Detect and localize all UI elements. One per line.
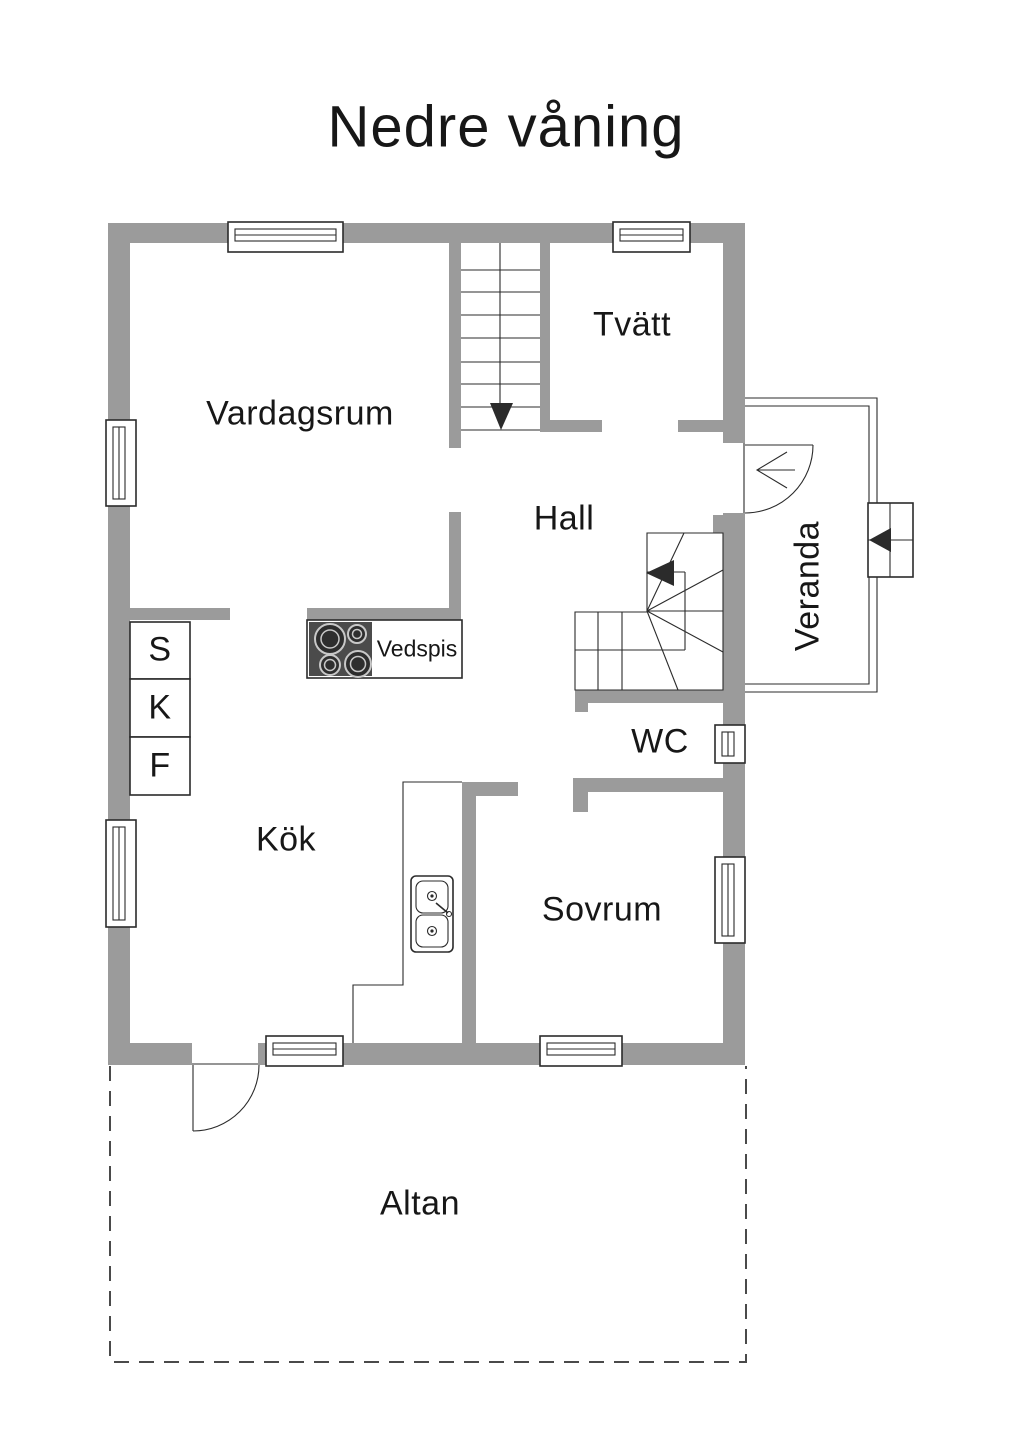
- winder-radial-tread: [646, 610, 724, 653]
- winder-radial-tread: [646, 610, 679, 691]
- sink-basin-bottom: [415, 914, 449, 948]
- staircase-winder: [574, 532, 724, 691]
- burner-icon: [314, 623, 346, 655]
- burner-ring: [351, 628, 363, 640]
- sink-drain: [426, 890, 438, 902]
- wall-tvatt-bottom-right: [678, 420, 723, 432]
- veranda-outline: [745, 397, 914, 693]
- room-label-hall: Hall: [533, 499, 595, 538]
- window-vardagsrum-left: [105, 419, 137, 507]
- room-label-vardagsrum: Vardagsrum: [206, 394, 394, 433]
- sink-drain: [426, 925, 438, 937]
- appliance-label-k: K: [148, 688, 172, 727]
- room-label-veranda: Veranda: [788, 520, 827, 652]
- wall-wc-top: [577, 690, 723, 703]
- wall-stair-tvatt: [540, 243, 550, 432]
- altan-door-swing: [192, 1064, 260, 1132]
- stair-down-arrow-icon: [490, 403, 513, 430]
- window-vardagsrum-top: [227, 221, 344, 253]
- wall-wc-bottom: [573, 778, 723, 792]
- burner-ring: [349, 655, 367, 673]
- sink-faucet-base: [445, 910, 453, 918]
- room-label-sovrum: Sovrum: [541, 890, 663, 929]
- burner-ring: [323, 658, 337, 672]
- window-sovrum-right: [714, 856, 746, 944]
- wall-vardagsrum-stair-upper: [449, 243, 461, 448]
- window-kok-bottom: [265, 1035, 344, 1067]
- sink-drain-dot: [430, 929, 434, 933]
- stair-up-arrow-icon: [646, 560, 674, 586]
- page-title: Nedre våning: [327, 94, 685, 160]
- appliance-label-s: S: [148, 630, 172, 669]
- wall-bottom-right: [258, 1043, 745, 1065]
- wall-tvatt-bottom-left: [540, 420, 602, 432]
- room-label-kok: Kök: [255, 820, 317, 859]
- wall-vardagsrum-stair-lower: [449, 512, 461, 620]
- sink-faucet: [435, 902, 449, 914]
- staircase-straight: [461, 243, 540, 431]
- room-label-tvatt: Tvätt: [592, 305, 672, 344]
- wall-right-lower: [723, 513, 745, 1065]
- window-wc-right: [714, 724, 746, 764]
- window-kok-left: [105, 819, 137, 928]
- window-tvatt-top: [612, 221, 691, 253]
- doors: [192, 443, 814, 1132]
- burner-icon: [347, 624, 367, 644]
- winder-radial-tread: [646, 569, 724, 612]
- entrance-door-swing: [744, 444, 814, 514]
- window-sovrum-bottom: [539, 1035, 623, 1067]
- room-label-altan: Altan: [380, 1184, 460, 1223]
- windows: [105, 221, 746, 1067]
- interior-walls: [130, 243, 723, 1043]
- burner-icon: [344, 650, 372, 678]
- burner-icon: [319, 654, 341, 676]
- veranda-entry-arrow-icon: [869, 528, 891, 552]
- sink-basin-top: [415, 880, 449, 914]
- wall-above-vedspis: [307, 608, 461, 620]
- sink: [410, 875, 454, 953]
- sink-drain-dot: [430, 894, 434, 898]
- kitchen-counter: [352, 781, 462, 1043]
- altan-boundary: [109, 1066, 747, 1363]
- wall-right-stub: [713, 515, 725, 533]
- fixture-label-vedspis: Vedspis: [376, 635, 458, 662]
- kitchen-fixtures: [129, 619, 463, 1043]
- room-label-wc: WC: [631, 722, 689, 761]
- wall-kok-sovrum: [462, 782, 476, 1043]
- wall-right-upper: [723, 223, 745, 443]
- wall-left: [108, 223, 130, 1065]
- appliance-label-f: F: [149, 746, 171, 785]
- burner-ring: [320, 629, 340, 649]
- appliance-box-f: [129, 736, 191, 796]
- wall-bottom-left: [108, 1043, 192, 1065]
- wall-skf-stub: [130, 608, 230, 620]
